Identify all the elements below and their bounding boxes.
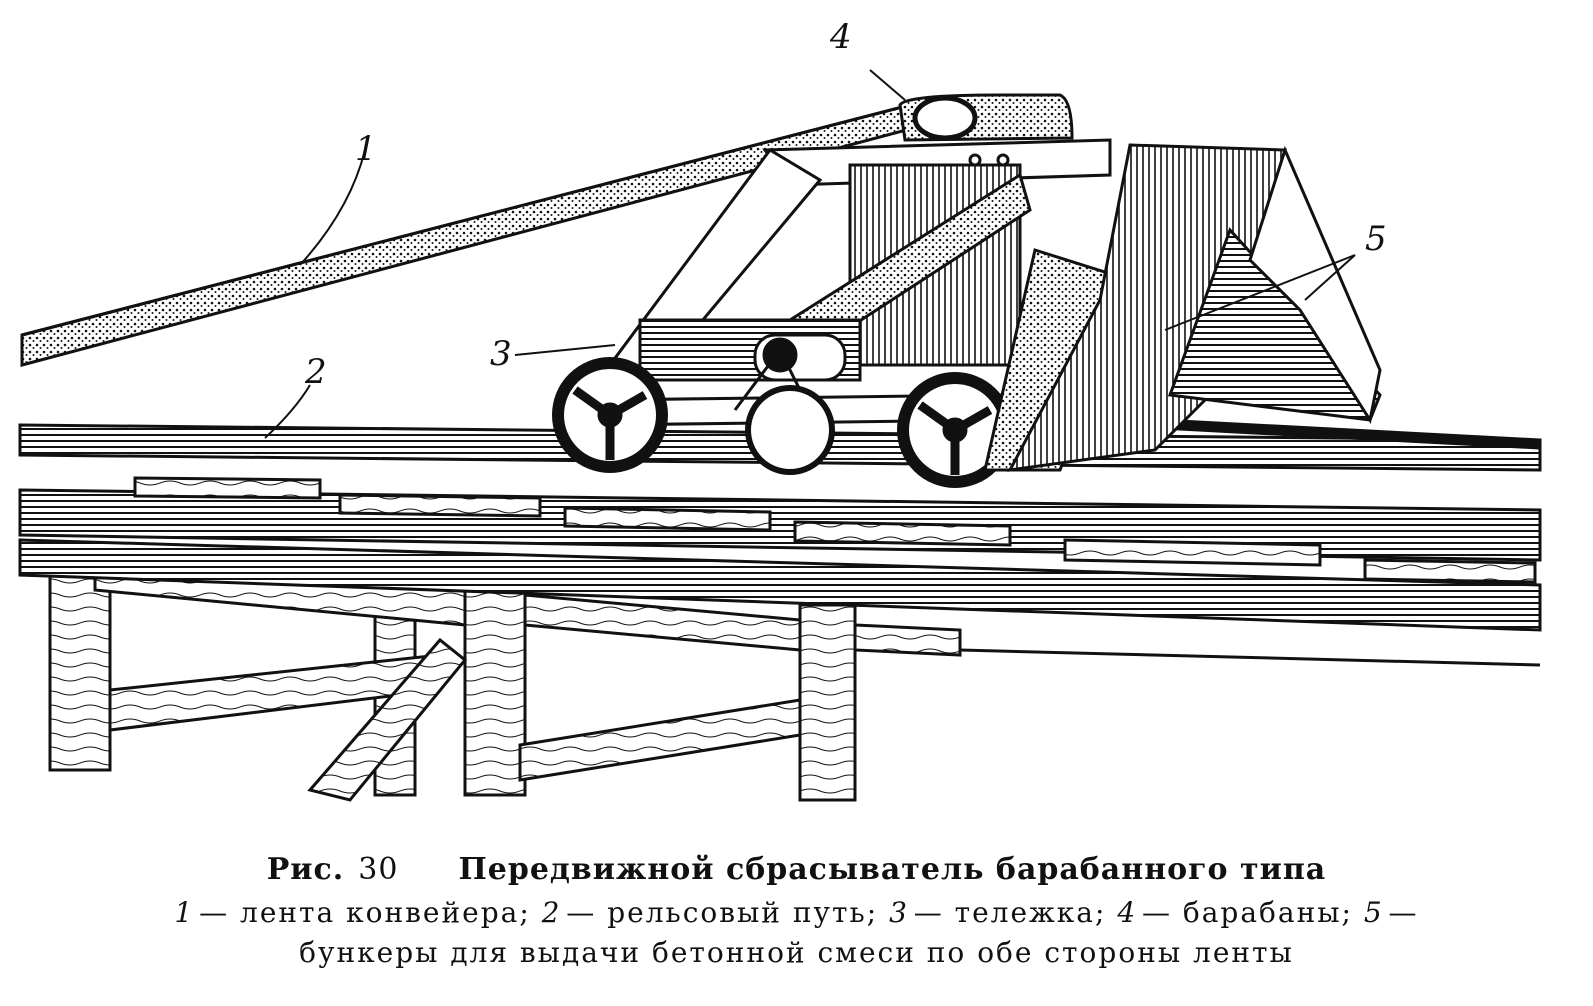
callout-belt: 1 bbox=[355, 129, 377, 169]
tripper-cart bbox=[592, 138, 1112, 427]
wooden-beam bbox=[518, 698, 802, 782]
sleeper bbox=[1363, 558, 1537, 584]
upper-drum bbox=[912, 95, 978, 141]
caption-prefix: Рис. bbox=[266, 852, 345, 887]
callout-rail: 2 bbox=[304, 352, 327, 392]
legend-text: — барабаны; bbox=[1141, 896, 1353, 929]
wooden-brace bbox=[307, 637, 468, 802]
figure-number: 30 bbox=[358, 852, 399, 887]
legend-key: 2 bbox=[541, 896, 562, 929]
rail-track bbox=[18, 418, 1542, 632]
legend-key: 5 bbox=[1363, 896, 1384, 929]
hopper-side bbox=[1248, 145, 1382, 424]
hoppers bbox=[983, 143, 1382, 472]
tripper-drawing: 1 2 3 4 5 bbox=[18, 17, 1542, 802]
callout-drums: 4 bbox=[829, 17, 852, 57]
legend-text: — тележка; bbox=[913, 896, 1107, 929]
deck-beam bbox=[18, 538, 1542, 632]
wooden-post bbox=[798, 603, 857, 802]
sleeper bbox=[563, 506, 772, 532]
callout-cart: 3 bbox=[490, 334, 512, 374]
sleeper bbox=[338, 493, 542, 518]
legend-text: — bbox=[1388, 896, 1419, 929]
drum-housing bbox=[898, 93, 1074, 142]
sleeper bbox=[133, 476, 322, 500]
cart-wheels bbox=[552, 357, 1013, 488]
callout-hoppers: 5 bbox=[1365, 219, 1387, 259]
wheel bbox=[897, 372, 1013, 488]
wooden-beam bbox=[523, 593, 802, 652]
caption-title-line: Рис. 30 Передвижной сбрасыватель барабанно… bbox=[0, 852, 1593, 887]
wooden-beam bbox=[853, 623, 962, 657]
sleeper bbox=[793, 520, 1012, 547]
legend-key: 1 bbox=[174, 896, 195, 929]
legend-key: 4 bbox=[1117, 896, 1138, 929]
legend-key: 3 bbox=[889, 896, 909, 929]
hopper-inner bbox=[983, 248, 1132, 472]
caption-legend: 1 — лента конвейера; 2 — рельсовый путь;… bbox=[0, 893, 1593, 973]
leader-lines bbox=[264, 69, 1356, 439]
figure-caption: Рис. 30 Передвижной сбрасыватель барабанно… bbox=[0, 852, 1593, 973]
wheel bbox=[552, 357, 668, 473]
legend-continuation: бункеры для выдачи бетонной смеси по обе… bbox=[299, 936, 1294, 969]
wooden-post bbox=[463, 583, 527, 797]
caption-title: Передвижной сбрасыватель барабанного тип… bbox=[458, 852, 1327, 887]
legend-text: — лента конвейера; bbox=[199, 896, 531, 929]
wooden-post bbox=[48, 568, 112, 772]
legend-text: — рельсовый путь; bbox=[566, 896, 879, 929]
wheel bbox=[745, 385, 835, 475]
sleeper bbox=[1063, 538, 1322, 567]
